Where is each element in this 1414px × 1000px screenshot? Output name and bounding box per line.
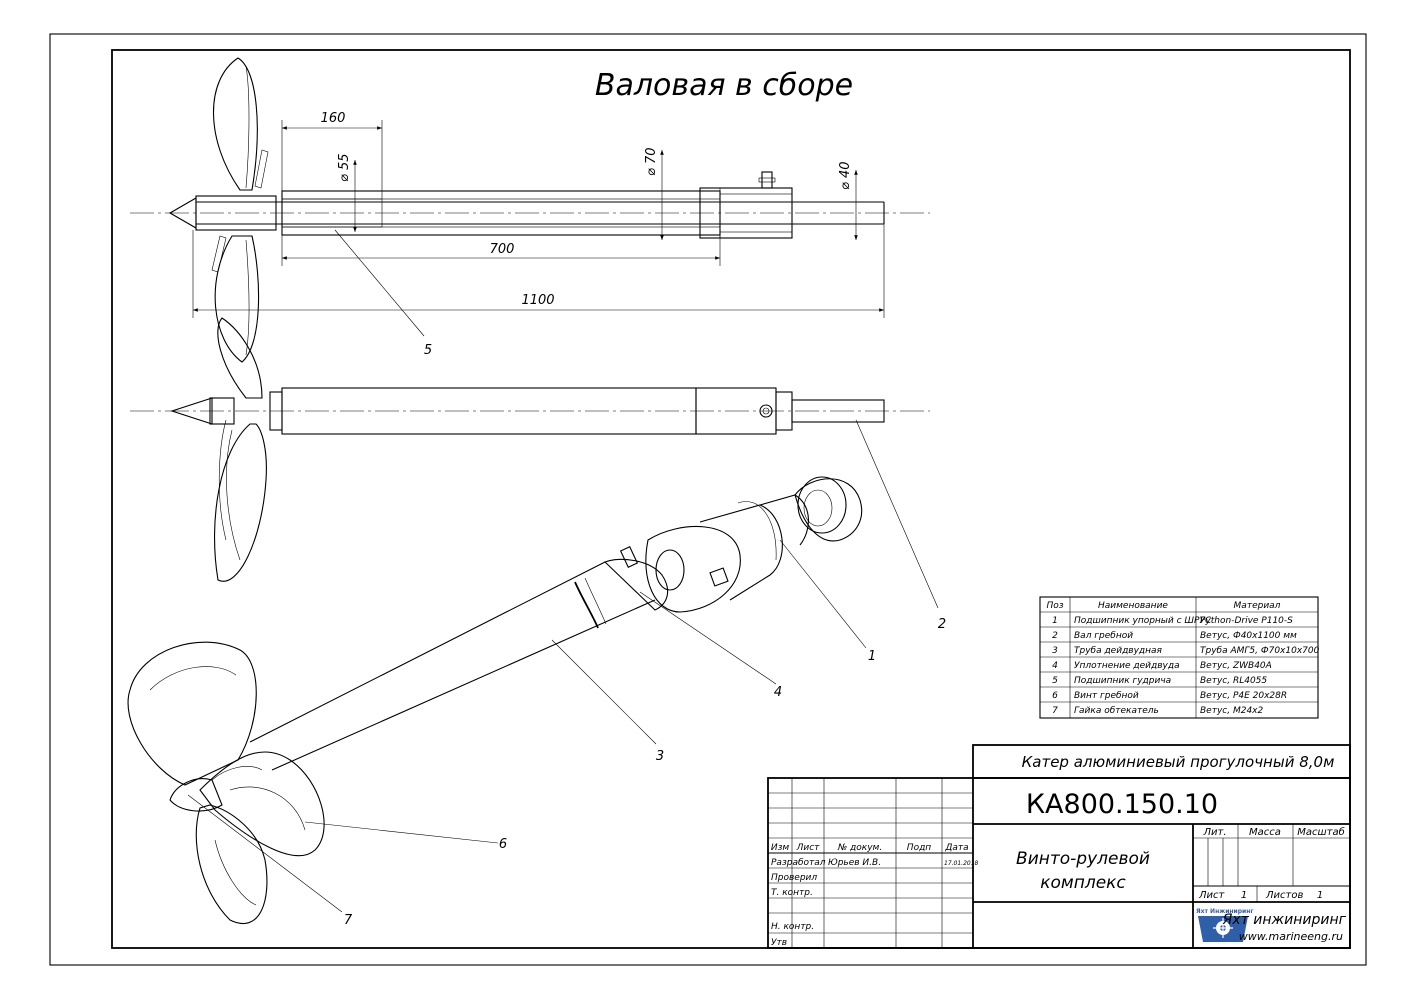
parts-row-pos: 7 xyxy=(1052,706,1058,716)
company-name: Яхт инжиниринг xyxy=(1222,912,1347,928)
col-izm: Изм xyxy=(771,843,790,853)
side-view xyxy=(130,317,939,609)
dim-d70: ⌀ 70 xyxy=(644,147,659,176)
callout-3: 3 xyxy=(656,749,664,764)
dim-700: 700 xyxy=(490,242,515,257)
inner-frame xyxy=(111,49,1351,949)
developer-date: 17.01.2018 xyxy=(944,860,979,867)
col-data: Дата xyxy=(944,843,968,853)
parts-row-material: Ветус, М24х2 xyxy=(1200,706,1263,716)
dim-d55: ⌀ 55 xyxy=(337,153,352,182)
dim-1100: 1100 xyxy=(521,293,554,308)
row-developer: Разработал xyxy=(771,858,826,868)
parts-row-material: Ветус, RL4055 xyxy=(1200,676,1267,686)
callout-5: 5 xyxy=(424,343,432,358)
section-view xyxy=(130,57,930,363)
assembly-name-line2: комплекс xyxy=(1040,873,1126,893)
parts-row-pos: 6 xyxy=(1052,691,1058,701)
callout-6: 6 xyxy=(499,837,507,852)
company-logo xyxy=(1198,916,1248,942)
callout-4: 4 xyxy=(774,685,782,700)
parts-row-material: Ветус, ZWB40A xyxy=(1200,661,1272,671)
callout-1: 1 xyxy=(868,649,876,664)
dim-160: 160 xyxy=(321,111,346,126)
parts-row-pos: 2 xyxy=(1052,631,1058,641)
parts-row-name: Подшипник упорный с ШРУС xyxy=(1074,616,1212,626)
col-docnum: № докум. xyxy=(837,843,882,853)
col-list: Лист xyxy=(796,843,821,853)
lit-label: Лит. xyxy=(1202,827,1226,838)
isometric-view xyxy=(127,476,867,925)
callout-2: 2 xyxy=(938,617,946,632)
parts-header-pos: Поз xyxy=(1046,601,1063,611)
parts-row-name: Уплотнение дейдвуда xyxy=(1074,661,1180,671)
project-name: Катер алюминиевый прогулочный 8,0м xyxy=(1022,753,1335,771)
parts-row-name: Подшипник гудрича xyxy=(1074,676,1171,686)
callout-7: 7 xyxy=(344,913,353,928)
mass-label: Масса xyxy=(1249,827,1281,838)
row-tech-control: Т. контр. xyxy=(771,888,813,898)
parts-row-material: Труба АМГ5, Ф70х10х700 xyxy=(1200,646,1320,656)
scale-label: Масштаб xyxy=(1297,826,1345,838)
parts-header-material: Материал xyxy=(1234,601,1281,611)
sheet-value: 1 xyxy=(1241,890,1247,901)
parts-row-name: Труба дейдвудная xyxy=(1074,646,1163,656)
parts-row-pos: 1 xyxy=(1052,616,1058,626)
parts-row-name: Вал гребной xyxy=(1074,631,1133,641)
title-block xyxy=(767,744,1351,949)
parts-header-name: Наименование xyxy=(1098,601,1168,611)
parts-row-material: Python-Drive P110-S xyxy=(1200,616,1293,626)
drawing-title: Валовая в сборе xyxy=(595,68,853,103)
parts-row-material: Ветус, P4E 20х28R xyxy=(1200,691,1287,701)
sheets-label: Листов xyxy=(1265,890,1303,901)
company-logo-text: Яхт Инжиниринг xyxy=(1196,908,1254,915)
sheet-label: Лист xyxy=(1198,890,1226,901)
outer-frame xyxy=(49,33,1367,966)
assembly-name-line1: Винто-рулевой xyxy=(1016,849,1150,869)
row-approved: Утв xyxy=(771,938,787,948)
row-checked: Проверил xyxy=(771,873,817,883)
parts-row-pos: 5 xyxy=(1052,676,1058,686)
parts-row-pos: 3 xyxy=(1052,646,1058,656)
parts-table xyxy=(1039,596,1319,719)
row-norm-control: Н. контр. xyxy=(771,922,814,932)
company-website: www.marineeng.ru xyxy=(1239,930,1343,943)
dim-d40: ⌀ 40 xyxy=(838,161,853,190)
parts-row-material: Ветус, Ф40х1100 мм xyxy=(1200,631,1297,641)
sheets-value: 1 xyxy=(1317,890,1323,901)
parts-row-name: Винт гребной xyxy=(1074,691,1139,701)
col-podp: Подп xyxy=(907,843,931,853)
doc-number: КА800.150.10 xyxy=(1026,789,1218,820)
parts-row-pos: 4 xyxy=(1052,661,1058,671)
developer-name: Юрьев И.В. xyxy=(828,858,881,868)
parts-row-name: Гайка обтекатель xyxy=(1074,706,1159,716)
